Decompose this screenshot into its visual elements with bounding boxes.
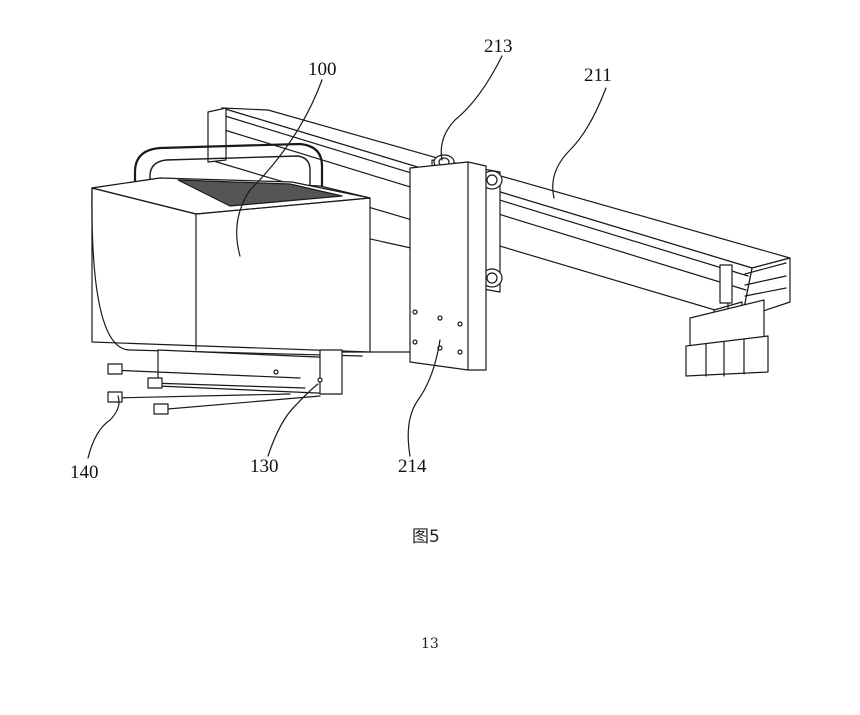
- leader-lines: [87, 55, 607, 459]
- ref-label-100: 100: [308, 59, 337, 80]
- leader-130: [267, 383, 319, 457]
- leader-213: [440, 55, 503, 161]
- leader-100: [236, 79, 323, 257]
- ref-label-140: 140: [70, 462, 99, 483]
- box-handle: [133, 142, 324, 207]
- mounting-plate: [409, 161, 487, 371]
- screws: [107, 363, 321, 415]
- base-plate: [157, 349, 343, 395]
- ref-label-130: 130: [250, 456, 279, 477]
- motor: [685, 299, 769, 377]
- ref-label-211: 211: [584, 65, 612, 86]
- leader-214: [407, 339, 441, 457]
- box-container: [91, 177, 371, 357]
- ref-label-214: 214: [398, 456, 427, 477]
- leader-140: [87, 395, 120, 459]
- page-number: 13: [421, 636, 439, 652]
- leader-211: [552, 87, 607, 199]
- figure-caption: 图5: [412, 527, 440, 547]
- ref-label-213: 213: [484, 36, 513, 57]
